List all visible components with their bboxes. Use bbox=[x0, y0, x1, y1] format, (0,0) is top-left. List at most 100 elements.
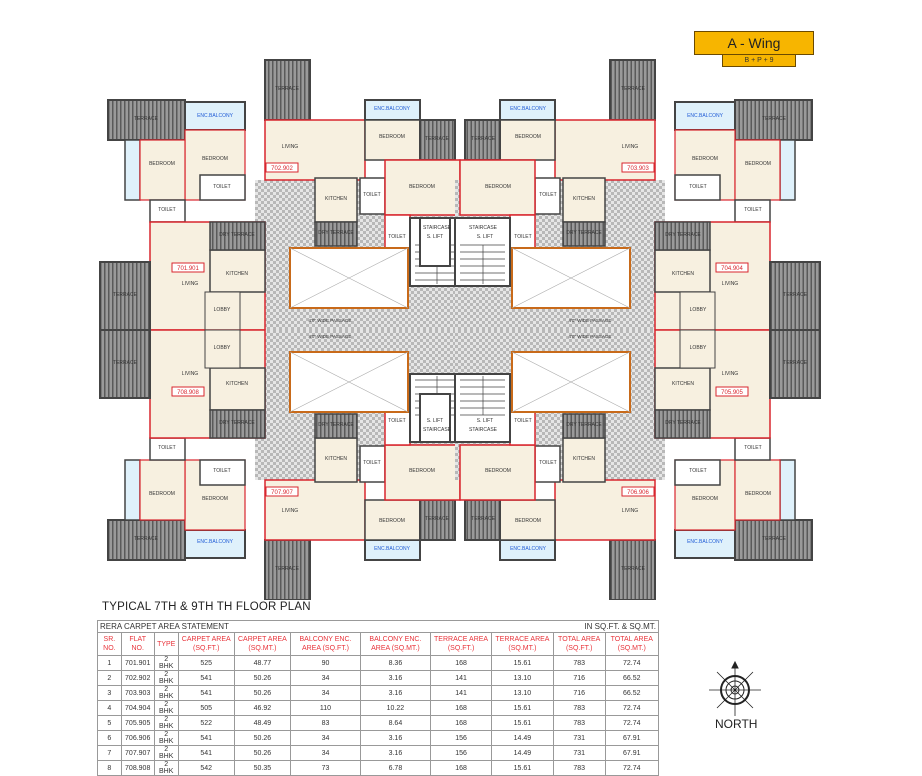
table-cell: 48.49 bbox=[233, 715, 292, 731]
enc-balcony-label: ENC.BALCONY bbox=[374, 106, 411, 112]
table-cell: 50.26 bbox=[233, 685, 292, 701]
kitchen-label: KITCHEN bbox=[226, 381, 248, 387]
table-cell: 141 bbox=[430, 685, 493, 701]
enc-balcony-label: ENC.BALCONY bbox=[687, 113, 724, 119]
table-cell: 50.26 bbox=[233, 745, 292, 761]
flat-number-label: 705.905 bbox=[721, 390, 743, 396]
room-labels: TERRACE ENC.BALCONY BEDROOM BEDROOM TOILET TO… bbox=[113, 86, 808, 572]
kitchen-label: KITCHEN bbox=[672, 381, 694, 387]
table-cell: 73 bbox=[290, 760, 361, 776]
terrace-label: TERRACE bbox=[471, 516, 496, 522]
table-cell: 14.49 bbox=[491, 745, 554, 761]
terrace-label: TERRACE bbox=[425, 516, 450, 522]
table-cell: 50.26 bbox=[233, 670, 292, 686]
table-cell: 67.91 bbox=[604, 730, 660, 746]
lift-label: S. LIFT bbox=[427, 234, 443, 240]
table-cell: 705.905 bbox=[120, 715, 155, 731]
floor-plan-title: TYPICAL 7TH & 9TH TH FLOOR PLAN bbox=[102, 601, 311, 613]
terrace-label: TERRACE bbox=[783, 292, 808, 298]
table-cell: 7 bbox=[97, 745, 122, 761]
dry-terrace-label: DRY TERRACE bbox=[665, 232, 701, 238]
flat-number-box bbox=[265, 162, 299, 173]
toilet-label: TOILET bbox=[158, 445, 175, 451]
bedroom-label: BEDROOM bbox=[485, 468, 511, 474]
table-cell: 3.16 bbox=[359, 685, 432, 701]
bedroom-label: BEDROOM bbox=[692, 156, 718, 162]
table-cell: 783 bbox=[552, 760, 606, 776]
column-header: TOTAL AREA (SQ.MT.) bbox=[604, 632, 660, 656]
bedroom-label: BEDROOM bbox=[485, 184, 511, 190]
kitchen-label: KITCHEN bbox=[573, 196, 595, 202]
table-cell: 15.61 bbox=[491, 760, 554, 776]
flat-number-label: 707.907 bbox=[271, 490, 293, 496]
enc-balcony-label: ENC.BALCONY bbox=[374, 546, 411, 552]
staircase-label: STAIRCASE bbox=[469, 225, 498, 231]
bedroom-label: BEDROOM bbox=[745, 491, 771, 497]
table-cell: 2 BHK bbox=[153, 670, 179, 686]
kitchen-label: KITCHEN bbox=[672, 271, 694, 277]
lobby-label: LOBBY bbox=[690, 345, 707, 351]
table-cell: 13.10 bbox=[491, 685, 554, 701]
table-cell: 3.16 bbox=[359, 670, 432, 686]
flat-number-box bbox=[621, 486, 655, 497]
table-units: IN SQ.FT. & SQ.MT. bbox=[360, 620, 660, 633]
living-label: LIVING bbox=[722, 371, 739, 377]
terrace-label: TERRACE bbox=[425, 136, 450, 142]
table-cell: 716 bbox=[552, 670, 606, 686]
column-header: FLAT NO. bbox=[120, 632, 155, 656]
toilet-label: TOILET bbox=[689, 468, 706, 474]
bedroom-label: BEDROOM bbox=[202, 156, 228, 162]
table-cell: 34 bbox=[290, 685, 361, 701]
table-cell: 72.74 bbox=[604, 700, 660, 716]
table-cell: 541 bbox=[177, 685, 235, 701]
terrace-label: TERRACE bbox=[471, 136, 496, 142]
toilet-label: TOILET bbox=[539, 460, 556, 466]
table-cell: 5 bbox=[97, 715, 122, 731]
table-cell: 67.91 bbox=[604, 745, 660, 761]
toilet-label: TOILET bbox=[744, 207, 761, 213]
table-cell: 156 bbox=[430, 745, 493, 761]
table-cell: 783 bbox=[552, 700, 606, 716]
table-cell: 505 bbox=[177, 700, 235, 716]
dry-terrace-label: DRY TERRACE bbox=[566, 230, 602, 236]
flat-number-label: 704.904 bbox=[721, 266, 743, 272]
kitchen-label: KITCHEN bbox=[325, 196, 347, 202]
staircase-label: STAIRCASE bbox=[423, 225, 452, 231]
dry-terrace-label: DRY TERRACE bbox=[318, 422, 354, 428]
table-cell: 3.16 bbox=[359, 730, 432, 746]
table-cell: 14.49 bbox=[491, 730, 554, 746]
toilet-label: TOILET bbox=[213, 184, 230, 190]
toilet-label: TOILET bbox=[744, 445, 761, 451]
table-cell: 50.35 bbox=[233, 760, 292, 776]
quadrant-bottom-left bbox=[99, 329, 501, 600]
table-cell: 704.904 bbox=[120, 700, 155, 716]
compass-rose-icon bbox=[709, 660, 761, 716]
passage-label: 4'0" WIDE PASSAGE bbox=[309, 334, 352, 339]
terrace-label: TERRACE bbox=[621, 566, 646, 572]
column-header: CARPET AREA (SQ.MT.) bbox=[233, 632, 292, 656]
floor-plan: TERRACE ENC.BALCONY BEDROOM BEDROOM TOILET TO… bbox=[99, 59, 821, 600]
flat-number-label: 708.908 bbox=[177, 390, 199, 396]
lift-label: S. LIFT bbox=[477, 418, 493, 424]
terrace-label: TERRACE bbox=[113, 292, 138, 298]
living-label: LIVING bbox=[722, 281, 739, 287]
table-cell: 168 bbox=[430, 700, 493, 716]
table-cell: 4 bbox=[97, 700, 122, 716]
terrace-label: TERRACE bbox=[275, 566, 300, 572]
table-cell: 48.77 bbox=[233, 655, 292, 671]
table-cell: 2 bbox=[97, 670, 122, 686]
dry-terrace-label: DRY TERRACE bbox=[219, 232, 255, 238]
table-cell: 15.61 bbox=[491, 655, 554, 671]
flat-number-label: 701.901 bbox=[177, 266, 199, 272]
staircase-label: STAIRCASE bbox=[469, 427, 498, 433]
table-cell: 8.64 bbox=[359, 715, 432, 731]
lobby-label: LOBBY bbox=[690, 307, 707, 313]
table-cell: 8.36 bbox=[359, 655, 432, 671]
flat-number-box bbox=[265, 486, 299, 497]
table-cell: 34 bbox=[290, 730, 361, 746]
